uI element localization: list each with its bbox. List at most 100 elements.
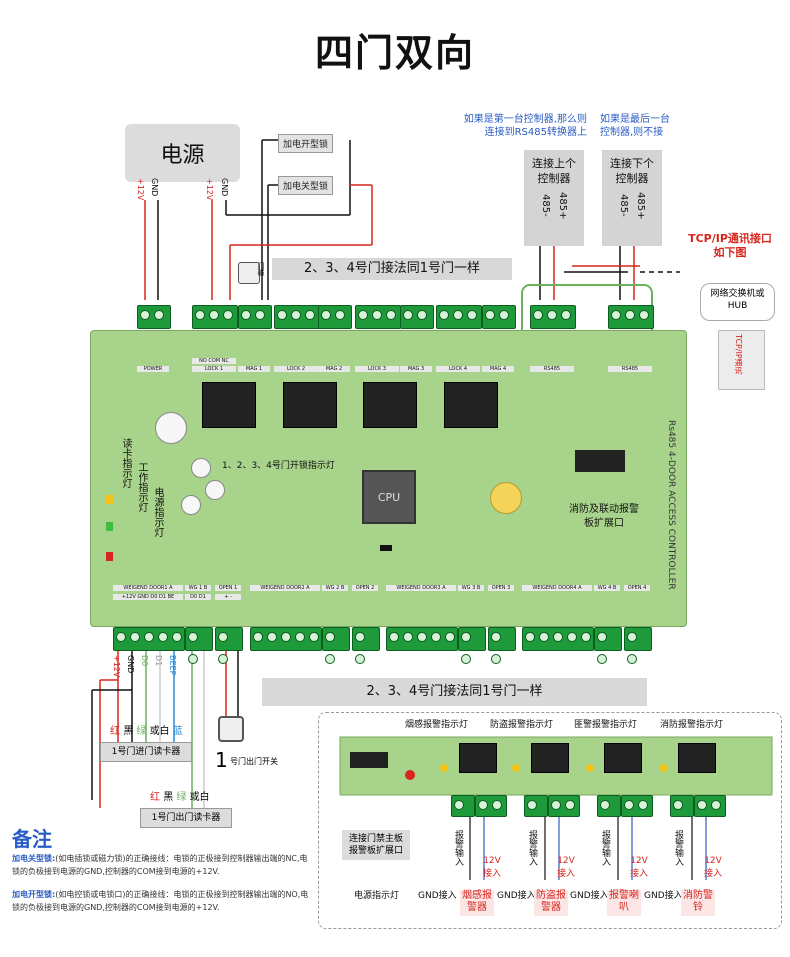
alarm-term-3b (621, 795, 653, 817)
tcp-subtitle: 如下图 (713, 246, 747, 259)
wg2: WG 2 B (322, 585, 348, 591)
alarm-term-3a (597, 795, 621, 817)
tcp-title: TCP/IP通讯接口 (688, 232, 772, 245)
alarm-relay-3 (604, 743, 642, 773)
reader-in-red: 红 (110, 726, 120, 737)
fire-light-label: 消防报警指示灯 (660, 720, 724, 730)
label-lock4: LOCK 4 (436, 366, 480, 372)
nc-lock-box: 加电关型锁 (278, 176, 334, 195)
device-smoke: 烟感报警器 (460, 890, 494, 916)
alarm-term-4a (670, 795, 694, 817)
capacitor-1 (191, 458, 211, 478)
tcp-cable-label: TCP/IP通讯 (734, 334, 743, 375)
alarm-relay-1 (459, 743, 497, 773)
reader-out-box: 1号门出门读卡器 (140, 808, 232, 828)
alarm-term-1b (475, 795, 507, 817)
alarm-input-1: 报警输入 (453, 830, 463, 866)
wg-pins-label: D0 D1 (185, 594, 211, 600)
alarm-term-1a (451, 795, 475, 817)
power-pin-gnd: GND (150, 178, 159, 197)
terminal-open-1 (215, 627, 243, 664)
terminal-rs485-2 (608, 305, 654, 329)
relay-3 (363, 382, 417, 428)
cpu-chip: CPU (362, 470, 416, 524)
power-pin-gnd-2: GND (220, 178, 229, 197)
door-sensor-icon (238, 262, 260, 284)
reader-out-red: 红 (150, 792, 160, 803)
reader-out-colors: 红 黑 绿 或白 (150, 788, 210, 803)
page-title: 四门双向 (314, 31, 475, 75)
terminal-rs485-1 (530, 305, 576, 329)
alarm-board-panel (318, 712, 782, 929)
alarm-input-3: 报警输入 (600, 830, 610, 866)
label-lock1: LOCK 1 (192, 366, 236, 372)
fire-port-connector (575, 450, 625, 472)
label-rs485-2: RS485 (608, 366, 652, 372)
reader-in-black: 黑 (123, 726, 134, 737)
reader-out-black: 黑 (163, 792, 174, 803)
note-nc: 加电关型锁:(如电插锁或磁力锁)的正确接线：电锁的正极接到控制器输出端的NC,电… (12, 852, 312, 878)
relay-1 (202, 382, 256, 428)
alarm-port-connector (350, 752, 388, 768)
tcp-title-block: TCP/IP通讯接口 如下图 (680, 232, 780, 260)
prev-pin-minus: 485- (540, 194, 551, 218)
terminal-open-4 (624, 627, 652, 664)
prev-pin-plus: 485+ (557, 192, 568, 220)
relay-2 (283, 382, 337, 428)
next-controller-label: 连接下个控制器 (610, 157, 654, 185)
gnd-in-1: GND接入 (418, 891, 457, 901)
reader-out-green: 绿 (176, 792, 187, 803)
wire-12v: +12V (112, 655, 121, 678)
label-mag4: MAG 4 (482, 366, 514, 372)
wg3: WG 3 B (458, 585, 484, 591)
alarm-term-2a (524, 795, 548, 817)
bandit-led (586, 764, 594, 772)
fire-led (660, 764, 668, 772)
label-power: POWER (137, 366, 169, 372)
note-nc-head: 加电关型锁: (12, 854, 56, 863)
gnd-in-3: GND接入 (570, 891, 609, 901)
terminal-lock4 (436, 305, 482, 329)
terminal-weigand-2 (250, 627, 322, 651)
exit-button-num: 1 (215, 748, 228, 772)
alarm-relay-4 (678, 743, 716, 773)
jumper (380, 545, 392, 551)
terminal-mag3 (400, 305, 434, 329)
wire-d1: D1 (154, 655, 163, 667)
fire-port-label: 消防及联动报警板扩展口 (569, 504, 639, 529)
terminal-lock1 (192, 305, 238, 329)
note-no-head: 加电开型锁: (12, 890, 56, 899)
power-light-label: 电源指示灯 (152, 487, 163, 537)
alarm-power-led (405, 770, 415, 780)
theft-light-label: 防盗报警指示灯 (490, 720, 554, 730)
next-pin-plus: 485+ (635, 192, 646, 220)
terminal-wg-4 (594, 627, 622, 664)
top-band-label: 2、3、4号门接法同1号门一样 (272, 258, 512, 280)
weigand-door3: WEIGEND DOOR3 A (386, 585, 456, 591)
reader-out-or-white: 或白 (189, 792, 210, 803)
card-light-label: 读卡指示灯 (120, 438, 131, 488)
reader-in-colors: 红 黑 绿 或白 蓝 (110, 722, 183, 737)
weigand-pins-label: +12V GND D0 D1 BE (113, 594, 183, 600)
alarm-port-label: 连接门禁主板报警板扩展口 (342, 830, 410, 860)
smoke-led (440, 764, 448, 772)
note-no: 加电开型锁:(如电控锁或电锁口)的正确接线：电锁的正极接到控制器输出端的NO,电… (12, 888, 312, 914)
smoke-light-label: 烟感报警指示灯 (405, 720, 469, 730)
lock-pins-label: NO COM NC (192, 358, 236, 364)
work-led (106, 522, 113, 531)
weigand-door2: WEIGEND DOOR2 A (250, 585, 320, 591)
open3: OPEN 3 (488, 585, 514, 591)
terminal-weigand-1 (113, 627, 185, 651)
battery-icon (490, 482, 522, 514)
weigand-door4: WEIGEND DOOR4 A (522, 585, 592, 591)
notes-title: 备注 (12, 827, 52, 851)
wg1: WG 1 B (185, 585, 211, 591)
network-cable-box (718, 330, 765, 390)
capacitor-3 (181, 495, 201, 515)
note-no-text: (如电控锁或电锁口)的正确接线：电锁的正极接到控制器输出端的NO,电锁的负极接到… (12, 890, 309, 912)
lock-indicator-label: 1、2、3、4号门开锁指示灯 (222, 461, 335, 471)
wire-beep: BEEP (168, 655, 177, 676)
open-pins-label: + - (215, 594, 241, 600)
alarm-power-label: 电源指示灯 (354, 891, 400, 901)
alarm-input-2: 报警输入 (527, 830, 537, 866)
